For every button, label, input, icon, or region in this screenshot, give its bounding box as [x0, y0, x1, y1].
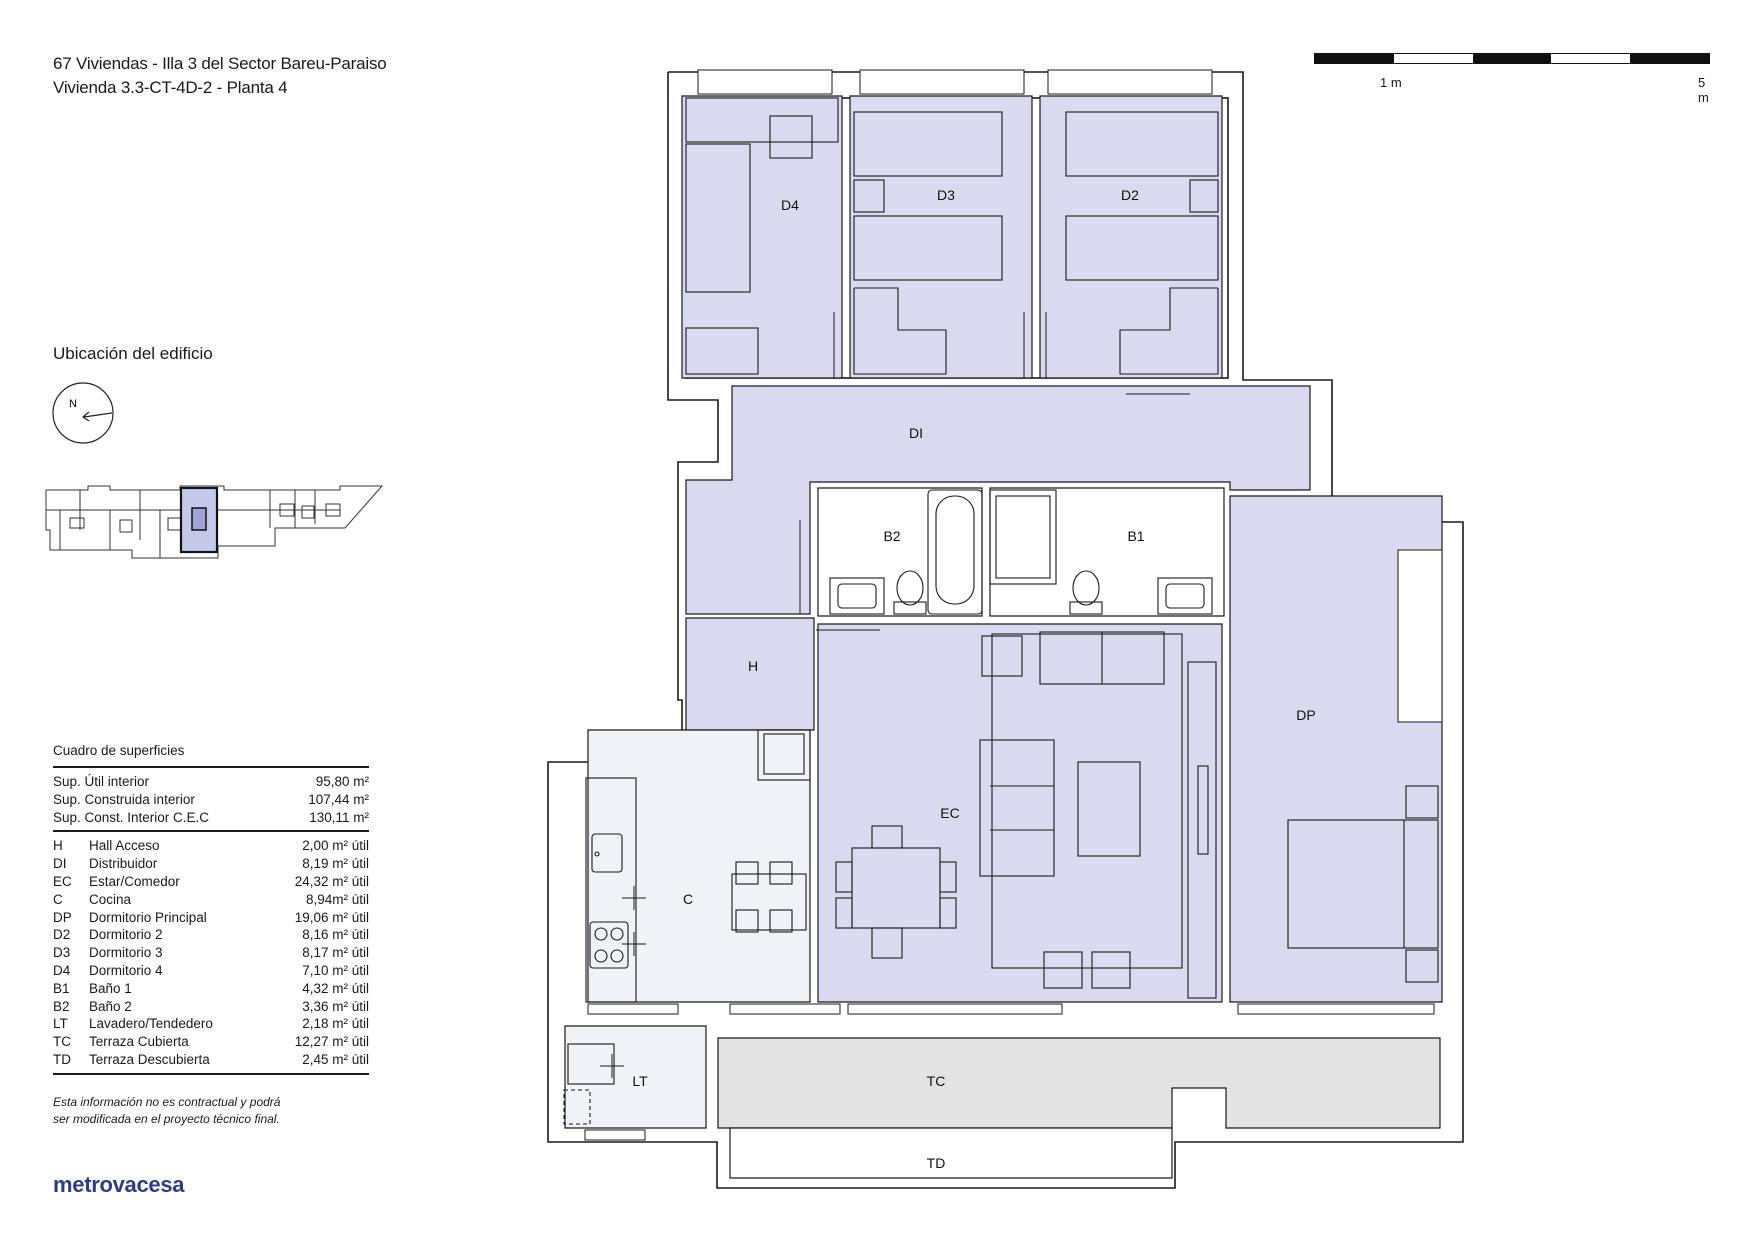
- label-b2: B2: [883, 528, 900, 544]
- scale-label-start: 1 m: [1380, 75, 1402, 90]
- label-c: C: [683, 891, 693, 907]
- label-lt: LT: [632, 1073, 648, 1089]
- room-b1: [989, 487, 1225, 617]
- room-tc: [717, 1037, 1441, 1129]
- disclaimer-note: Esta información no es contractual y pod…: [53, 1095, 281, 1126]
- label-ec: EC: [940, 805, 959, 821]
- room-lt: [564, 1025, 707, 1129]
- label-d4: D4: [781, 197, 799, 213]
- room-b2: [817, 487, 983, 617]
- building-key-plan: [45, 485, 384, 559]
- room-c: [587, 729, 811, 1003]
- room-d3: [849, 95, 1033, 379]
- label-h: H: [748, 658, 758, 674]
- room-labels: D4 D3 D2 DI B2 B1 H EC DP C LT TC TD: [632, 187, 1315, 1171]
- label-di: DI: [909, 425, 923, 441]
- room-di: [685, 385, 1311, 615]
- room-td: [729, 1127, 1173, 1179]
- project-title: 67 Viviendas - Illa 3 del Sector Bareu-P…: [53, 54, 387, 73]
- door-swings: [600, 312, 1294, 1078]
- brand-logo: metrovacesa: [53, 1172, 185, 1197]
- room-d4: [681, 95, 843, 379]
- windows: [584, 69, 1443, 1141]
- label-dp: DP: [1296, 707, 1315, 723]
- label-tc: TC: [927, 1073, 946, 1089]
- area-table: Cuadro de superficies Sup. Útil interior…: [53, 742, 369, 1075]
- north-label: N: [69, 398, 77, 410]
- north-compass-icon: N: [52, 382, 114, 444]
- room-h: [685, 617, 815, 731]
- room-d2: [1039, 95, 1223, 379]
- area-table-title: Cuadro de superficies: [53, 743, 185, 758]
- room-ec: [817, 623, 1223, 1003]
- label-b1: B1: [1127, 528, 1144, 544]
- scale-bar: 1 m 5 m: [1314, 53, 1714, 105]
- location-title: Ubicación del edificio: [53, 344, 213, 363]
- label-d3: D3: [937, 187, 955, 203]
- scale-label-end: 5 m: [1698, 75, 1709, 105]
- room-dp: [1229, 495, 1443, 1003]
- unit-title: Vivienda 3.3-CT-4D-2 - Planta 4: [53, 78, 288, 97]
- furniture: [563, 97, 1439, 1125]
- scale-bar-graphic: [1314, 53, 1710, 64]
- label-td: TD: [927, 1155, 946, 1171]
- plan-header: 67 Viviendas - Illa 3 del Sector Bareu-P…: [53, 52, 387, 100]
- label-d2: D2: [1121, 187, 1139, 203]
